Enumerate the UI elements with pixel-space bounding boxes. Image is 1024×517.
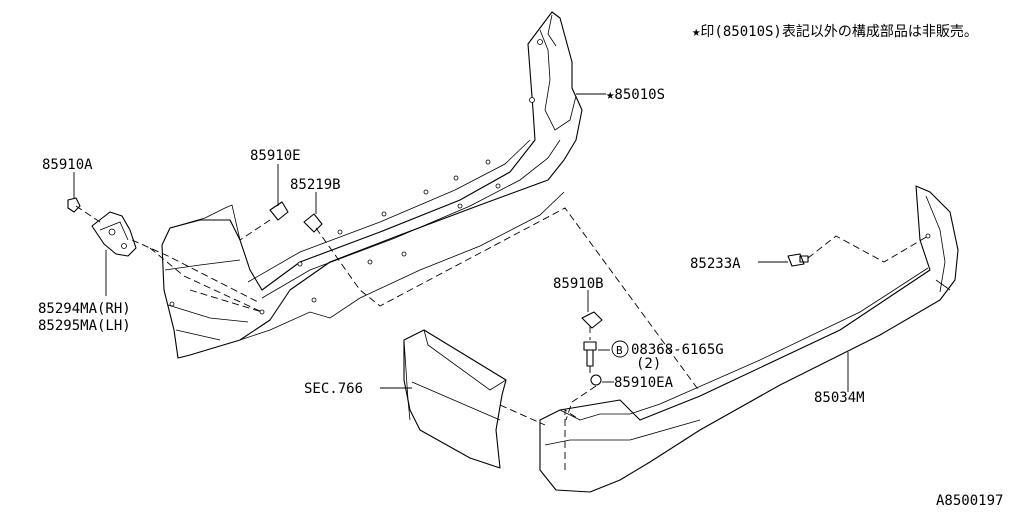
label-85910E: 85910E (250, 148, 301, 164)
bracket-85294MA (91, 211, 137, 257)
label-85910EA: 85910EA (614, 375, 674, 391)
bolt-callout: B 08368-6165G (2) (611, 340, 724, 372)
clip-85910EA (590, 374, 602, 386)
label-85910A: 85910A (42, 157, 93, 173)
label-sec766: SEC.766 (304, 381, 363, 397)
bolt-type-circle-icon (611, 340, 629, 358)
label-85294MA: 85294MA(RH) (38, 301, 131, 317)
label-85233A: 85233A (690, 256, 741, 272)
label-85034M: 85034M (814, 390, 865, 406)
bolt-type-letter: B (616, 344, 623, 357)
clip-85910B (581, 311, 603, 329)
note-text: ★印(85010S)表記以外の構成部品は非販売。 (692, 23, 978, 40)
label-85010S: ★85010S (606, 87, 665, 103)
label-85295MA: 85295MA(LH) (38, 318, 131, 334)
bumper-reinforcement-85034M (539, 185, 959, 493)
diagram-id: A8500197 (936, 493, 1003, 509)
label-85219B: 85219B (290, 177, 341, 193)
label-08368: 08368-6165G (631, 342, 724, 358)
bolt-85233A (787, 253, 809, 267)
clip-85910E (269, 201, 289, 221)
label-08368-quantity: (2) (636, 356, 661, 372)
assembly-lines (75, 205, 929, 470)
bolt-08368 (583, 341, 597, 367)
leader-lines (73, 93, 849, 392)
clip-85910A (67, 197, 81, 213)
bumper-assembly-upper (161, 11, 583, 359)
section-766-panel (403, 329, 507, 469)
clip-85219B (303, 213, 323, 233)
label-85910B: 85910B (553, 276, 604, 292)
